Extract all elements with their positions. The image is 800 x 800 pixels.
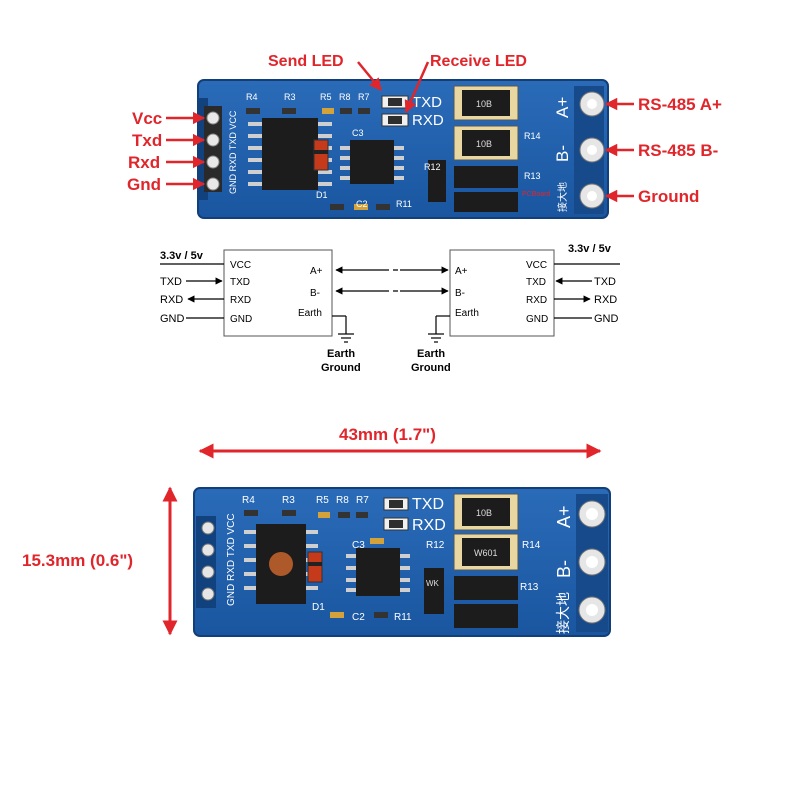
send-led-label: Send LED: [268, 53, 344, 70]
ic-transceiver-top: [340, 140, 404, 184]
led-label-rxd-top: RXD: [412, 112, 444, 129]
receive-led-arrow: [404, 61, 430, 114]
dimension-annotations: 43mm (1.7") 15.3mm (0.6"): [22, 425, 602, 636]
left-pin-vcc-diag: VCC: [230, 260, 251, 271]
right-pin-rxd-diag: RXD: [526, 295, 547, 306]
ref-r5-top: R5: [320, 92, 332, 102]
ref-r5-photo: R5: [316, 495, 329, 506]
right-supply-label: 3.3v / 5v: [568, 243, 612, 255]
diode-mark-photo: WK: [426, 579, 440, 588]
left-bus-earth: Earth: [298, 308, 322, 319]
brand-mark-top: PCBoard: [522, 191, 551, 198]
left-pin-txd-diag: TXD: [230, 277, 250, 288]
ground-cn-top: 接大地: [556, 182, 569, 212]
ref-c2-top: C2: [356, 199, 368, 209]
left-earth-label-1: Earth: [327, 348, 355, 360]
left-pin-rxd-diag: RXD: [230, 295, 251, 306]
cap-mark-photo-top: 10B: [476, 508, 492, 518]
right-module-block: [449, 249, 555, 337]
terminal-label-a-photo: A+: [554, 505, 574, 528]
top-annotations: Send LED Receive LED Vcc Txd Rxd Gnd RS-…: [127, 53, 722, 206]
left-pin-gnd-diag: GND: [230, 314, 252, 325]
ic-max485-top: [248, 118, 332, 190]
ref-r14-photo: R14: [522, 540, 541, 551]
ref-c2-photo: C2: [352, 612, 365, 623]
right-pin-txd-diag: TXD: [526, 277, 546, 288]
ref-r13-top: R13: [524, 171, 541, 181]
ref-r3-photo: R3: [282, 495, 295, 506]
left-supply-label: 3.3v / 5v: [160, 250, 204, 262]
ref-r4-top: R4: [246, 92, 258, 102]
cap-mark-top: 10B: [476, 99, 492, 109]
photo-board: GND RXD TXD VCC: [193, 487, 611, 637]
ref-r3-top: R3: [284, 92, 296, 102]
pin-header-label: GND RXD TXD VCC: [228, 110, 238, 194]
ref-c3-top: C3: [352, 128, 364, 138]
terminal-label-a-top: A+: [553, 97, 572, 118]
send-led-arrow: [357, 61, 382, 91]
ref-r12-photo: R12: [426, 540, 445, 551]
left-earth-symbol: [332, 315, 354, 343]
right-bus-a: A+: [455, 266, 468, 277]
cap-top-1: 10B: [453, 85, 519, 121]
left-pin-rxd: Rxd: [128, 153, 160, 172]
cap-mark-photo: W601: [474, 548, 498, 558]
left-bus-b: B-: [310, 288, 320, 299]
right-signal-txd: TXD: [594, 276, 616, 288]
led-label-txd-top: TXD: [412, 94, 442, 111]
right-pin-b: RS-485 B-: [638, 141, 718, 160]
right-earth-symbol: [428, 315, 450, 343]
ref-r14-top: R14: [524, 131, 541, 141]
ground-cn-photo: 接大地: [555, 592, 571, 634]
wiring-diagram: 3.3v / 5v TXD RXD GND VCC TXD RXD GND A+…: [160, 243, 620, 374]
right-bus-b: B-: [455, 288, 465, 299]
tx-led-top: [381, 95, 409, 109]
left-pin-vcc: Vcc: [132, 109, 162, 128]
right-pin-ground: Ground: [638, 187, 699, 206]
right-pin-gnd-diag: GND: [526, 314, 548, 325]
left-pin-gnd: Gnd: [127, 175, 161, 194]
right-bus-earth: Earth: [455, 308, 479, 319]
ref-r13-photo: R13: [520, 582, 539, 593]
length-label: 43mm (1.7"): [339, 425, 436, 444]
right-earth-label-2: Ground: [411, 362, 451, 374]
width-label: 15.3mm (0.6"): [22, 551, 133, 570]
led-label-txd-photo: TXD: [412, 496, 444, 513]
ref-r7-top: R7: [358, 92, 370, 102]
left-earth-label-2: Ground: [321, 362, 361, 374]
ref-r12-top: R12: [424, 162, 441, 172]
pin-header-label-photo: GND RXD TXD VCC: [226, 513, 237, 606]
left-pin-txd: Txd: [132, 131, 162, 150]
ref-r11-top: R11: [396, 199, 412, 209]
ref-r8-photo: R8: [336, 495, 349, 506]
terminal-label-b-photo: B-: [554, 560, 574, 578]
ref-r11-photo: R11: [394, 612, 412, 623]
left-signal-txd: TXD: [160, 276, 182, 288]
top-board: GND RXD TXD VCC: [197, 79, 609, 219]
right-pin-vcc-diag: VCC: [526, 260, 547, 271]
cap-top-2: 10B: [453, 125, 519, 161]
ref-r7-photo: R7: [356, 495, 369, 506]
left-bus-a: A+: [310, 266, 323, 277]
ref-r8-top: R8: [339, 92, 351, 102]
ref-d1-photo: D1: [312, 602, 325, 613]
right-earth-label-1: Earth: [417, 348, 445, 360]
right-signal-gnd: GND: [594, 313, 619, 325]
cap-mark-bottom: 10B: [476, 139, 492, 149]
right-pin-a: RS-485 A+: [638, 95, 722, 114]
ref-c3-photo: C3: [352, 540, 365, 551]
led-label-rxd-photo: RXD: [412, 517, 446, 534]
left-signal-gnd: GND: [160, 313, 185, 325]
header-pins: [204, 106, 222, 192]
right-signal-rxd: RXD: [594, 294, 617, 306]
receive-led-label: Receive LED: [430, 53, 527, 70]
ref-r4-photo: R4: [242, 495, 255, 506]
ref-d1-top: D1: [316, 190, 328, 200]
terminal-pads-top: [574, 86, 605, 214]
rx-led-top: [381, 113, 409, 127]
left-signal-rxd: RXD: [160, 294, 183, 306]
left-module-block: [223, 249, 333, 337]
terminal-label-b-top: B-: [553, 145, 572, 162]
